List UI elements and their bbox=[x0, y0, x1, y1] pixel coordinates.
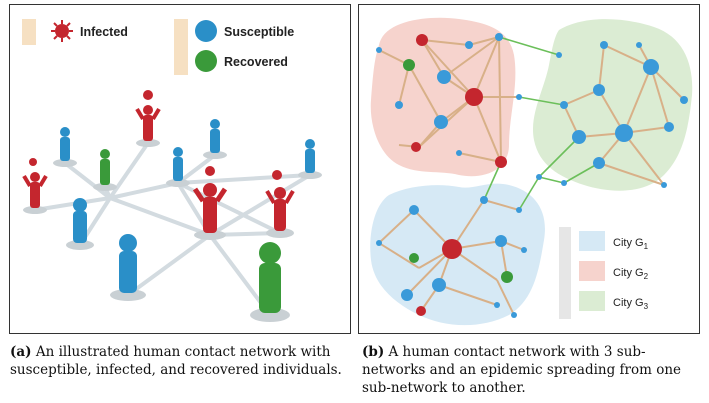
node-susceptible bbox=[593, 84, 605, 96]
node-susceptible bbox=[516, 207, 522, 213]
node-susceptible bbox=[401, 289, 413, 301]
node-susceptible bbox=[465, 41, 473, 49]
caption-a-label: (a) bbox=[10, 344, 32, 360]
node-susceptible bbox=[556, 52, 562, 58]
node-susceptible bbox=[409, 205, 419, 215]
caption-b-text: A human contact network with 3 sub-netwo… bbox=[362, 344, 682, 396]
legend-swatch-city-g1 bbox=[579, 231, 605, 251]
node-susceptible bbox=[521, 247, 527, 253]
person-susceptible-5 bbox=[66, 198, 94, 250]
node-susceptible bbox=[511, 312, 517, 318]
node-susceptible bbox=[494, 302, 500, 308]
person-susceptible-3 bbox=[166, 147, 190, 187]
legend-bar-infected bbox=[22, 19, 36, 45]
legend-label-city-g1: City G1 bbox=[613, 237, 649, 251]
panel-b-city-network: City G1 City G2 City G3 bbox=[358, 4, 700, 334]
caption-b: (b) A human contact network with 3 sub-n… bbox=[362, 343, 707, 397]
legend-b: City G1 City G2 City G3 bbox=[559, 227, 649, 319]
node-susceptible bbox=[615, 124, 633, 142]
node-susceptible bbox=[572, 130, 586, 144]
person-infected-3 bbox=[192, 166, 228, 240]
person-susceptible-6 bbox=[110, 234, 146, 301]
caption-b-label: (b) bbox=[362, 344, 385, 360]
person-infected-4 bbox=[265, 170, 295, 238]
node-recovered bbox=[409, 253, 419, 263]
node-susceptible bbox=[680, 96, 688, 104]
node-recovered bbox=[501, 271, 513, 283]
legend-label-infected: Infected bbox=[80, 25, 128, 39]
legend-label-city-g3: City G3 bbox=[613, 297, 649, 311]
node-susceptible bbox=[536, 174, 542, 180]
legend-swatch-city-g3 bbox=[579, 291, 605, 311]
node-susceptible bbox=[661, 182, 667, 188]
node-susceptible bbox=[593, 157, 605, 169]
node-susceptible bbox=[560, 101, 568, 109]
node-susceptible bbox=[664, 122, 674, 132]
node-infected bbox=[411, 142, 421, 152]
node-susceptible bbox=[495, 33, 503, 41]
person-susceptible-4 bbox=[298, 139, 322, 179]
node-infected bbox=[495, 156, 507, 168]
node-susceptible bbox=[432, 278, 446, 292]
panel-b-canvas: City G1 City G2 City G3 bbox=[370, 17, 693, 326]
node-susceptible bbox=[516, 94, 522, 100]
legend-label-city-g2: City G2 bbox=[613, 267, 649, 281]
node-infected bbox=[416, 306, 426, 316]
node-susceptible bbox=[600, 41, 608, 49]
node-susceptible bbox=[376, 240, 382, 246]
legend-swatch-city-g2 bbox=[579, 261, 605, 281]
region-city-g2 bbox=[370, 17, 516, 177]
node-susceptible bbox=[643, 59, 659, 75]
legend-dot-recovered bbox=[195, 50, 217, 72]
legend-a: Infected Susceptible Recovered bbox=[22, 19, 294, 75]
node-susceptible bbox=[480, 196, 488, 204]
node-susceptible bbox=[495, 235, 507, 247]
node-susceptible bbox=[437, 70, 451, 84]
person-susceptible-2 bbox=[203, 119, 227, 159]
node-susceptible bbox=[395, 101, 403, 109]
node-susceptible bbox=[636, 42, 642, 48]
node-infected bbox=[442, 239, 462, 259]
person-infected-2 bbox=[135, 90, 161, 147]
person-recovered-1 bbox=[93, 149, 117, 191]
person-recovered-2 bbox=[250, 242, 290, 322]
caption-a: (a) An illustrated human contact network… bbox=[10, 343, 355, 379]
caption-a-text: An illustrated human contact network wit… bbox=[10, 344, 342, 378]
legend-dot-susceptible bbox=[195, 20, 217, 42]
region-city-g3 bbox=[532, 19, 693, 191]
virus-icon bbox=[51, 20, 73, 42]
legend-bar bbox=[559, 227, 571, 319]
person-infected-1 bbox=[22, 158, 48, 214]
panel-a-canvas: Infected Susceptible Recovered bbox=[22, 19, 322, 322]
node-susceptible bbox=[561, 180, 567, 186]
node-recovered bbox=[403, 59, 415, 71]
legend-label-recovered: Recovered bbox=[224, 55, 288, 69]
node-infected bbox=[465, 88, 483, 106]
node-infected bbox=[416, 34, 428, 46]
bridge-edges bbox=[483, 36, 600, 211]
node-susceptible bbox=[376, 47, 382, 53]
legend-label-susceptible: Susceptible bbox=[224, 25, 294, 39]
person-susceptible-1 bbox=[53, 127, 77, 167]
legend-bar-sir bbox=[174, 19, 188, 75]
node-susceptible bbox=[434, 115, 448, 129]
node-susceptible bbox=[456, 150, 462, 156]
panel-a-illustrated-network: Infected Susceptible Recovered bbox=[9, 4, 351, 334]
network-nodes bbox=[376, 33, 688, 318]
